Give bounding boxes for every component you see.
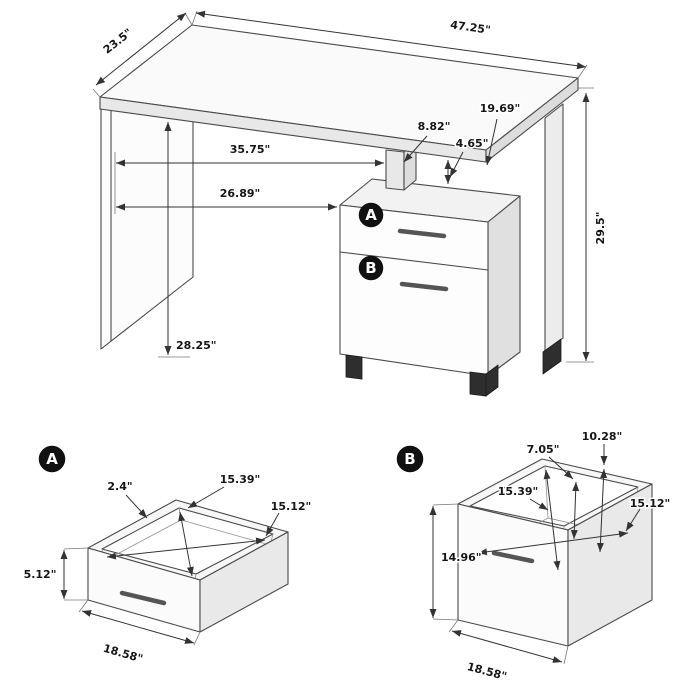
dim-drawer-a-front-height: 5.12" (22, 547, 89, 601)
desk-drawer-a-badge-label: A (365, 206, 377, 224)
dim-label-drawer-b-front-height: 14.96" (441, 551, 482, 564)
support-block-front (385, 149, 405, 191)
desk-drawer-b-badge-label: B (365, 259, 376, 277)
dim-label-drawer-b-back-height-2: 10.28" (582, 430, 623, 443)
drawer-a-detail-handle (119, 590, 167, 606)
dim-label-opening-width-back: 35.75" (230, 143, 271, 156)
drawer-b-interior-depth-arrow (543, 469, 561, 571)
drawer-b-badge (396, 445, 424, 473)
drawer-b-back-height-2-arrow (596, 468, 608, 553)
drawer-a-interior-depth-arrow (178, 511, 194, 577)
drawer-b-back-height-1-arrow (570, 481, 580, 540)
dim-drawer-b-back-height-2: 10.28" (580, 429, 624, 465)
dim-opening-width-back: 35.75" (114, 142, 384, 214)
dim-opening-height: 28.25" (158, 122, 218, 358)
drawer-b-badge-label: B (404, 450, 415, 468)
dim-drawer-b-interior-width: 15.12" (625, 496, 672, 532)
dim-label-desk-depth: 23.5" (101, 26, 135, 56)
dim-label-opening-height: 28.25" (176, 339, 217, 352)
desk-foot-right (542, 338, 562, 375)
pedestal-foot-left (345, 354, 363, 380)
dim-drawer-a-interior-width: 15.12" (265, 499, 313, 537)
dim-label-drawer-b-interior-depth: 15.39" (498, 485, 539, 498)
dim-drawer-b-interior-depth: 15.39" (496, 484, 549, 511)
drawer-a-view: A 5.12" 18.58" 2.4" 15.39" (22, 445, 313, 667)
dim-label-desk-width: 47.25" (450, 18, 492, 37)
drawer-b-view: B 14.96" 18.58" 15.39" 7.05" (396, 429, 672, 685)
dim-label-desk-height: 29.5" (594, 212, 607, 245)
pedestal-foot-right (469, 371, 487, 397)
dim-label-drawer-b-back-height-1: 7.05" (527, 443, 560, 456)
dim-label-support-gap: 8.82" (418, 120, 451, 133)
dim-drawer-b-front-height: 14.96" (429, 503, 483, 621)
dim-label-pedestal-depth: 19.69" (480, 102, 521, 115)
desk-drawer-a-badge (358, 202, 384, 228)
pedestal-foot-right-side (485, 364, 499, 397)
drawer-b-handle (399, 281, 449, 292)
dim-label-support-width: 4.65" (456, 137, 489, 150)
pedestal-side-face (487, 195, 521, 377)
dim-drawer-b-back-height-1: 7.05" (525, 442, 574, 480)
dim-support-gap: 8.82" (403, 119, 452, 163)
dim-label-opening-width-front: 26.89" (220, 187, 261, 200)
desk-right-panel (544, 103, 564, 353)
dim-label-drawer-b-interior-width: 15.12" (630, 497, 671, 510)
dim-support-width: 4.65" (449, 136, 490, 178)
drawer-a-badge-label: A (46, 450, 58, 468)
dim-drawer-a-rim: 2.4" (106, 479, 148, 519)
desk-drawer-b-badge (358, 255, 384, 281)
dim-desk-height: 29.5" (566, 87, 609, 363)
desk-view: A B 23.5" 47.25" 29.5" 35.75" (92, 10, 609, 397)
dim-pedestal-depth: 19.69" (478, 101, 522, 166)
dim-label-drawer-a-interior-width: 15.12" (271, 500, 312, 513)
dim-opening-width-front: 26.89" (116, 186, 337, 211)
dim-label-drawer-a-overall-width: 18.58" (102, 642, 145, 666)
dim-drawer-a-interior-depth: 15.39" (187, 472, 262, 509)
drawer-a-handle (397, 228, 447, 239)
drawer-a-badge (38, 445, 66, 473)
dim-label-drawer-a-interior-depth: 15.39" (220, 473, 261, 486)
dim-label-drawer-b-overall-width: 18.58" (466, 660, 509, 683)
drawer-divider-line (339, 251, 489, 271)
dim-label-drawer-a-rim: 2.4" (107, 480, 132, 493)
dim-label-drawer-a-front-height: 5.12" (24, 568, 57, 581)
